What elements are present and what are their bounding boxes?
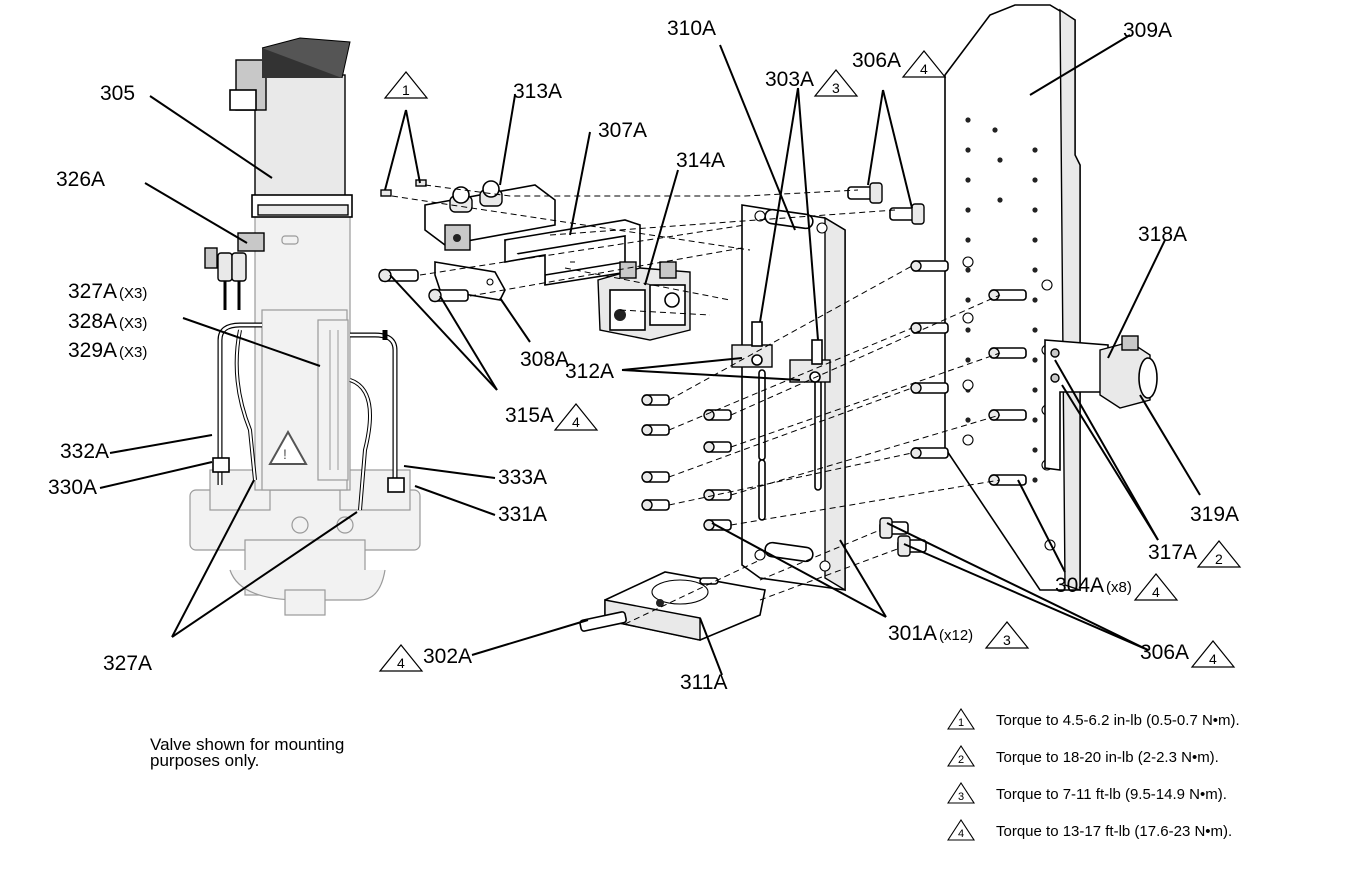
torque-4-triangle-icon: 4 [1133, 573, 1179, 601]
torque-2-triangle-icon: 2 [1196, 540, 1242, 568]
part-307A-u-bracket [503, 219, 641, 286]
svg-text:4: 4 [572, 414, 580, 430]
callout-302A: 302A [423, 645, 472, 668]
part-311A-base [604, 571, 766, 641]
callout-303A: 303A [765, 68, 814, 91]
svg-text:3: 3 [958, 791, 964, 803]
legend-row: 3 Torque to 7-11 ft-lb (9.5-14.9 N•m). [946, 781, 1346, 818]
screw-302A [579, 611, 627, 632]
callout-327A-x3: 327A [68, 280, 117, 303]
callout-310A: 310A [667, 17, 716, 40]
mounting-note-line1: Valve shown for mounting [150, 735, 345, 754]
callout-qty-x3: (X3) [119, 315, 147, 332]
callout-333A: 333A [498, 466, 547, 489]
torque-marks: 1 4 3 4 2 4 3 [378, 50, 1242, 672]
callout-qty-x3: (X3) [119, 285, 147, 302]
torque-legend: 1 Torque to 4.5-6.2 in-lb (0.5-0.7 N•m).… [946, 707, 1346, 855]
callout-306A-bottom: 306A [1140, 641, 1189, 664]
legend-row: 4 Torque to 13-17 ft-lb (17.6-23 N•m). [946, 818, 1346, 855]
callout-313A: 313A [513, 80, 562, 103]
svg-text:4: 4 [920, 61, 928, 77]
callout-331A: 331A [498, 503, 547, 526]
part-318A-bracket [1044, 339, 1109, 471]
screws-306A [847, 182, 927, 557]
torque-4-triangle-icon: 4 [1190, 640, 1236, 668]
svg-text:4: 4 [1209, 651, 1217, 667]
callout-309A: 309A [1123, 19, 1172, 42]
callout-315A: 315A [505, 404, 554, 427]
callout-labels: 305 326A 327A (X3) 328A (X3) 329A (X3) 3… [48, 17, 1239, 694]
torque-1-triangle-icon: 1 [946, 707, 976, 730]
callout-318A: 318A [1138, 223, 1187, 246]
valve-assembly: ! [189, 37, 421, 616]
callout-319A: 319A [1190, 503, 1239, 526]
mounting-note: Valve shown for mounting purposes only. [150, 735, 345, 770]
callout-qty-x8: (x8) [1106, 579, 1132, 596]
callout-312A: 312A [565, 360, 614, 383]
torque-2-triangle-icon: 2 [946, 744, 976, 767]
torque-4-triangle-icon: 4 [378, 644, 424, 672]
mounting-note-line2: purposes only. [150, 751, 260, 770]
leader-lines [99, 34, 1201, 676]
legend-text: Torque to 13-17 ft-lb (17.6-23 N•m). [996, 823, 1233, 840]
screws-315A [378, 268, 469, 303]
callout-314A: 314A [676, 149, 725, 172]
torque-1-triangle-icon: 1 [383, 71, 429, 99]
callout-326A: 326A [56, 168, 105, 191]
callout-305: 305 [100, 82, 135, 105]
svg-text:3: 3 [832, 80, 840, 96]
part-319A-sensor [1099, 335, 1158, 409]
torque-4-triangle-icon: 4 [553, 403, 599, 431]
svg-text:4: 4 [397, 655, 405, 671]
svg-text:4: 4 [1152, 584, 1160, 600]
part-310A-plate [741, 204, 846, 592]
svg-text:2: 2 [1215, 551, 1223, 567]
callout-307A: 307A [598, 119, 647, 142]
torque-4-triangle-icon: 4 [946, 818, 976, 841]
torque-4-triangle-icon: 4 [901, 50, 947, 78]
svg-text:!: ! [283, 446, 287, 462]
svg-text:1: 1 [958, 717, 964, 729]
legend-row: 1 Torque to 4.5-6.2 in-lb (0.5-0.7 N•m). [946, 707, 1346, 744]
torque-3-triangle-icon: 3 [813, 69, 859, 97]
legend-text: Torque to 7-11 ft-lb (9.5-14.9 N•m). [996, 786, 1227, 803]
callout-qty-x3: (X3) [119, 344, 147, 361]
callout-317A: 317A [1148, 541, 1197, 564]
callout-328A-x3: 328A [68, 310, 117, 333]
legend-row: 2 Torque to 18-20 in-lb (2-2.3 N•m). [946, 744, 1346, 781]
callout-311A: 311A [680, 671, 728, 694]
svg-text:4: 4 [958, 828, 964, 840]
legend-text: Torque to 18-20 in-lb (2-2.3 N•m). [996, 749, 1219, 766]
callout-qty-x12: (x12) [939, 627, 973, 644]
callout-329A-x3: 329A [68, 339, 117, 362]
torque-3-triangle-icon: 3 [984, 621, 1030, 649]
svg-text:2: 2 [958, 754, 964, 766]
screws-301A [641, 394, 732, 531]
callout-308A: 308A [520, 348, 569, 371]
part-313A-bracket [424, 180, 556, 251]
legend-text: Torque to 4.5-6.2 in-lb (0.5-0.7 N•m). [996, 712, 1240, 729]
motor-heatsink-fins [261, 37, 351, 79]
callout-330A: 330A [48, 476, 97, 499]
svg-text:1: 1 [402, 82, 410, 98]
callout-332A: 332A [60, 440, 109, 463]
torque-3-triangle-icon: 3 [946, 781, 976, 804]
callout-306A-top: 306A [852, 49, 901, 72]
callout-304A: 304A [1055, 574, 1104, 597]
part-314A-valve-block [597, 261, 691, 341]
callout-327A: 327A [103, 652, 152, 675]
alignment-lines [391, 184, 1001, 625]
callout-301A: 301A [888, 622, 937, 645]
svg-text:3: 3 [1003, 632, 1011, 648]
